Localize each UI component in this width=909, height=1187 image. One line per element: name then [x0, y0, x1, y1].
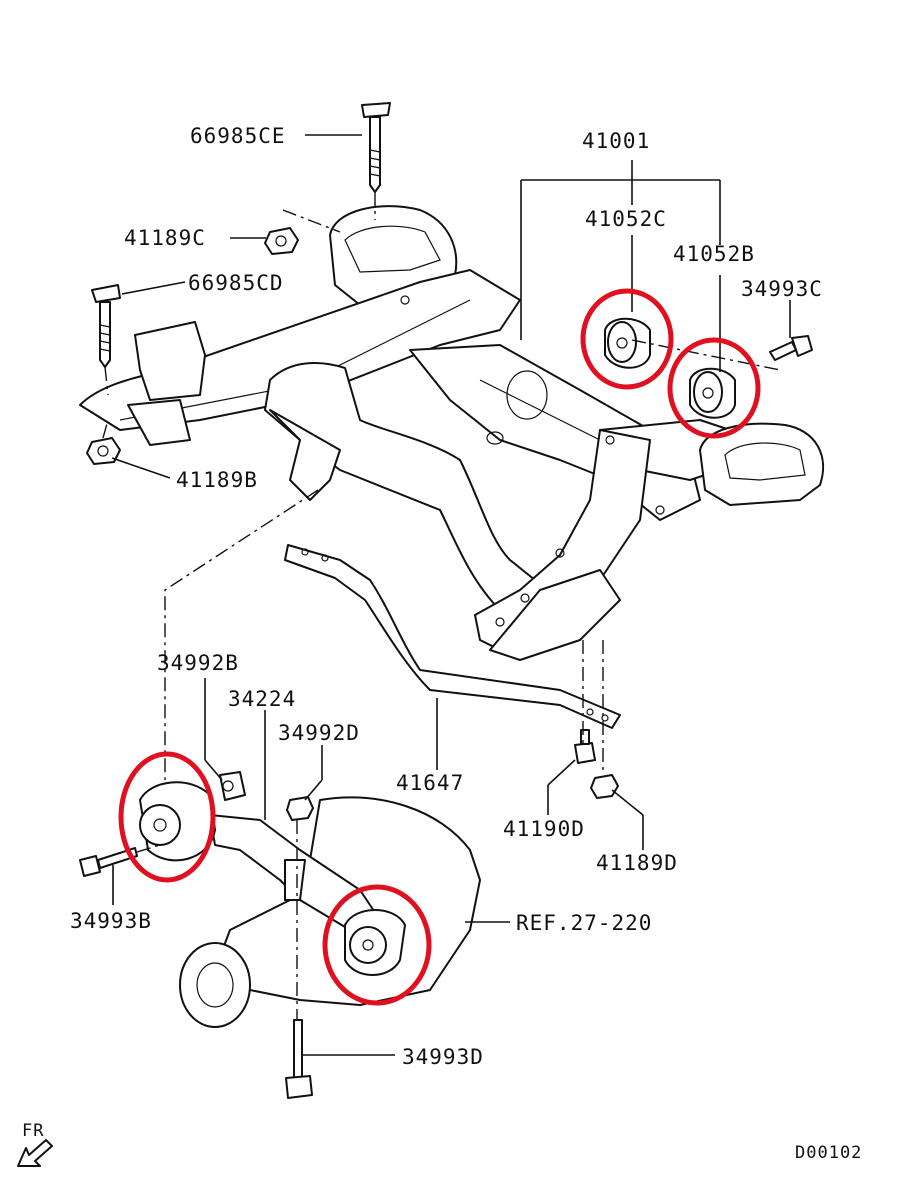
bolt-66985CD: [91, 284, 121, 368]
bushing-41052C: [604, 317, 651, 369]
label-34224: 34224: [228, 687, 296, 711]
label-34992D: 34992D: [278, 721, 360, 745]
highlight-bushing-34992B: [118, 751, 216, 883]
label-34993C: 34993C: [741, 277, 823, 301]
label-41647: 41647: [396, 771, 464, 795]
label-66985CD: 66985CD: [188, 271, 284, 295]
bolt-66985CE: [361, 102, 391, 193]
label-41189B: 41189B: [176, 468, 258, 492]
bushing-41052B: [689, 367, 736, 419]
label-41052C: 41052C: [585, 207, 667, 231]
bolt-34993D: [285, 1019, 313, 1099]
rear-subframe: [79, 205, 825, 661]
bushing-34992B: [219, 771, 246, 801]
label-34993D: 34993D: [402, 1045, 484, 1069]
bolt-41190D: [574, 729, 596, 764]
highlight-marks: [118, 288, 761, 1006]
label-66985CE: 66985CE: [190, 124, 286, 148]
label-41189C: 41189C: [124, 226, 206, 250]
diagram-id: D00102: [795, 1143, 862, 1163]
bushing-differential: [344, 909, 406, 976]
nut-41189C: [264, 227, 299, 255]
fr-label: FR: [22, 1121, 44, 1141]
label-ref-27-220: REF.27-220: [516, 911, 652, 935]
label-34993B: 34993B: [70, 909, 152, 933]
bolt-34993C: [769, 335, 813, 361]
bushing-34992B-housing: [139, 781, 216, 862]
leader-lines: [111, 134, 791, 1056]
label-41052B: 41052B: [673, 242, 755, 266]
label-41190D: 41190D: [503, 817, 585, 841]
label-34992B: 34992B: [157, 651, 239, 675]
stabilizer-bar: [284, 544, 621, 729]
label-41189D: 41189D: [596, 851, 678, 875]
front-direction-indicator: FR: [17, 1121, 53, 1167]
front-arrow-icon: [17, 1139, 53, 1167]
highlight-bushing-41052B: [667, 337, 761, 439]
callout-labels: 66985CE 41001 41189C 41052C 41052B 66985…: [70, 124, 823, 1069]
highlight-bushing-41052C: [580, 288, 674, 390]
nut-41189D: [590, 774, 619, 799]
alignment-lines: [102, 192, 781, 1020]
highlight-bushing-differential: [322, 884, 432, 1006]
nut-41189B: [86, 437, 121, 465]
nut-34992D: [286, 796, 314, 821]
label-41001: 41001: [582, 129, 650, 153]
